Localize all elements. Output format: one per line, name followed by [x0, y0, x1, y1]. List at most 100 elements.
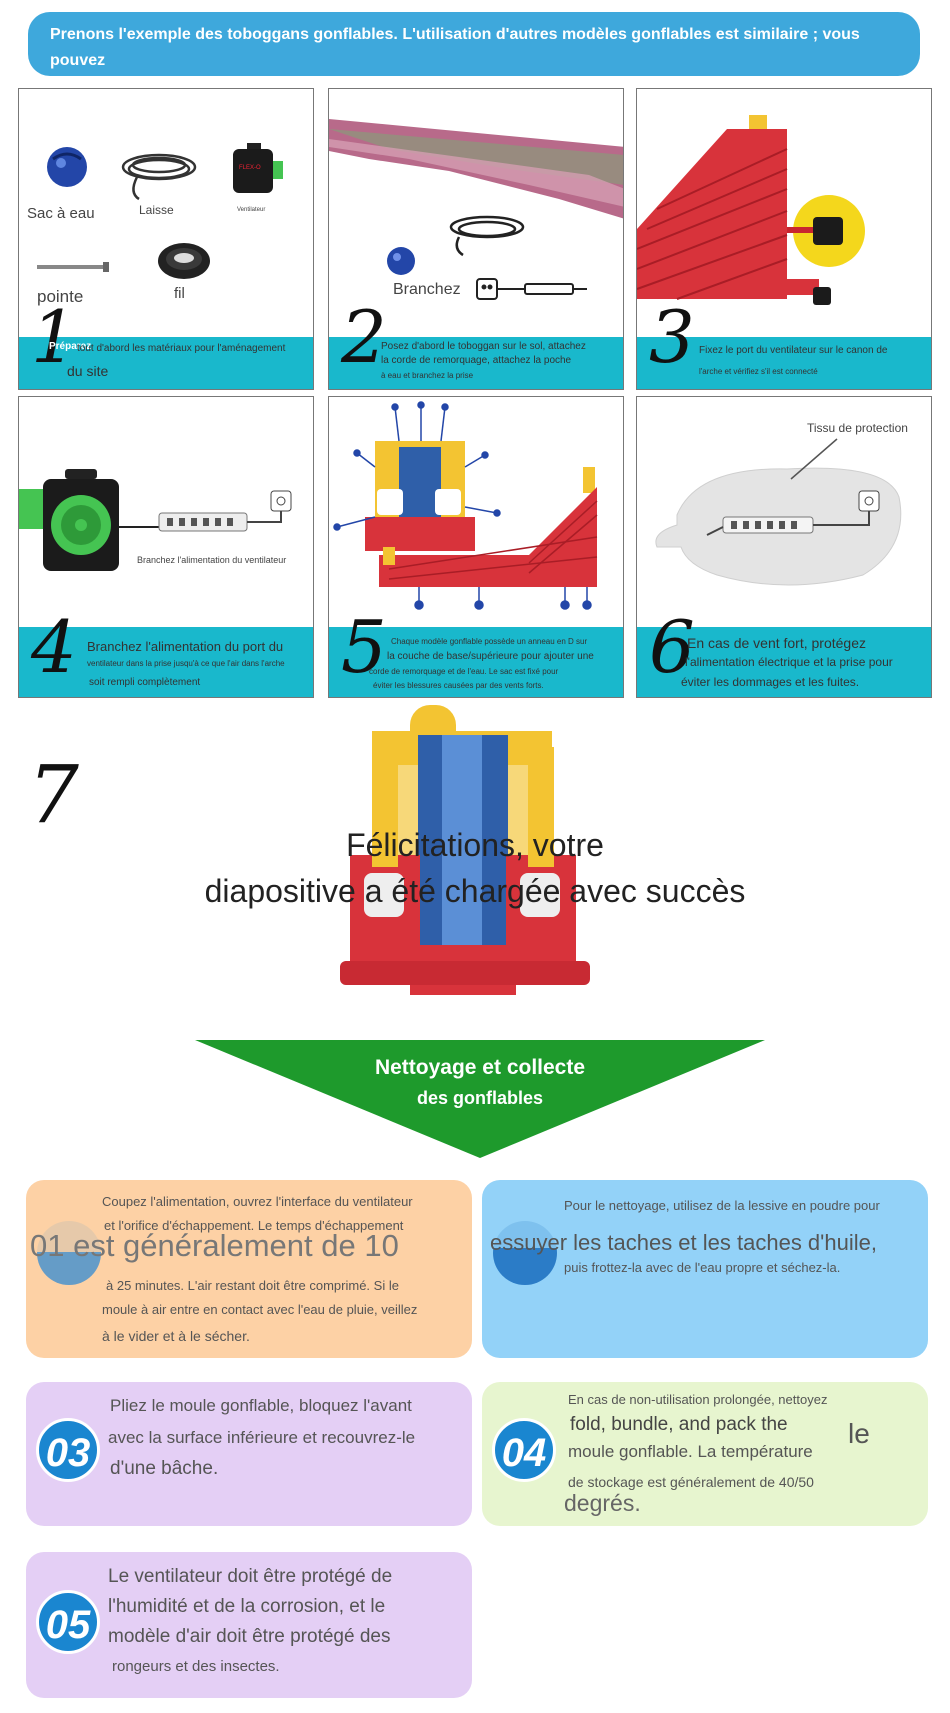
- step-1-number: 1: [31, 295, 77, 379]
- leash-icon: [449, 215, 525, 257]
- card-01-line-3: à 25 minutes. L'air restant doit être co…: [106, 1278, 399, 1293]
- step-1-caption-band: [19, 337, 313, 389]
- step-3-panel: 3 Fixez le port du ventilateur sur le ca…: [636, 88, 932, 390]
- card-01-big-line: 01 est généralement de 10: [30, 1228, 399, 1263]
- slide-laid-illustration: [329, 119, 623, 300]
- step-5-caption-line-3: corde de remorquage et de l'eau. Le sac …: [369, 667, 559, 676]
- card-04: 04 En cas de non-utilisation prolongée, …: [482, 1382, 928, 1526]
- step-4-caption-band: [19, 627, 313, 697]
- card-01-line-5: à le vider et à le sécher.: [102, 1328, 250, 1344]
- card-04-line-2: fold, bundle, and pack the: [570, 1414, 788, 1435]
- power-strip-icon: [706, 490, 880, 536]
- card-05: 05 Le ventilateur doit être protégé de l…: [26, 1552, 472, 1698]
- stake-icon: [37, 262, 109, 272]
- anchored-slide-illustration: [333, 401, 598, 610]
- step-1-caption-prefix: Préparez: [49, 341, 92, 352]
- badge-01-icon: [34, 1218, 104, 1285]
- step-5-panel: 5 Chaque modèle gonflable possède un ann…: [328, 396, 624, 698]
- label-leash: Laisse: [139, 203, 174, 217]
- card-01-line-4: moule à air entre en contact avec l'eau …: [102, 1302, 418, 1317]
- step-1-caption-line-2: du site: [67, 363, 109, 379]
- card-05-line-2: l'humidité et de la corrosion, et le: [108, 1596, 386, 1617]
- label-stake: pointe: [37, 287, 84, 306]
- card-02-line-2: puis frottez-la avec de l'eau propre et …: [564, 1260, 841, 1275]
- card-02: Pour le nettoyage, utilisez de la lessiv…: [482, 1180, 928, 1358]
- materials-illustration: [37, 143, 283, 279]
- intro-banner: Prenons l'exemple des toboggans gonflabl…: [28, 12, 920, 95]
- card-04-line-2b: le: [848, 1418, 870, 1449]
- step-6-caption-line-3: éviter les dommages et les fuites.: [681, 675, 860, 689]
- slide-fan-illustration: [637, 115, 865, 305]
- label-wire: fil: [174, 285, 185, 302]
- step-6-caption-band: [637, 627, 931, 697]
- success-line-1: Félicitations, votre: [346, 827, 604, 863]
- card-05-line-4: rongeurs et des insectes.: [112, 1658, 280, 1675]
- plug-icon: [476, 278, 587, 300]
- step-6-panel: Tissu de protection 6 En cas de vent for…: [636, 396, 932, 698]
- cleaning-title-line-1: Nettoyage et collecte: [374, 1056, 586, 1079]
- step-5-caption-line-4: éviter les blessures causées par des ven…: [373, 681, 544, 690]
- step-5-caption-band: [329, 627, 623, 697]
- card-01-line-2: et l'orifice d'échappement. Le temps d'é…: [104, 1218, 404, 1233]
- step-5-number: 5: [341, 605, 387, 689]
- leash-icon: [121, 153, 197, 201]
- power-illustration: [19, 469, 292, 571]
- success-message: Félicitations, votre diapositive a été c…: [0, 822, 950, 914]
- pointer-line-icon: [790, 438, 838, 480]
- step-2-caption-line-3: à eau et branchez la prise: [381, 371, 474, 380]
- intro-line-1: Prenons l'exemple des toboggans gonflabl…: [50, 26, 860, 69]
- card-03-line-1: Pliez le moule gonflable, bloquez l'avan…: [110, 1396, 412, 1415]
- step-4-caption-line-1: Branchez l'alimentation du port du: [87, 639, 284, 654]
- wire-icon: [158, 243, 210, 279]
- step-3-number: 3: [649, 295, 695, 379]
- card-04-line-4: de stockage est généralement de 40/50: [568, 1474, 814, 1490]
- step-2-panel: Branchez 2 Posez d'abord le toboggan sur…: [328, 88, 624, 390]
- finished-slide-illustration: [340, 705, 590, 995]
- folded-slide-icon: [329, 119, 623, 219]
- step-4-caption-line-3: soit rempli complètement: [89, 677, 201, 688]
- card-01: Coupez l'alimentation, ouvrez l'interfac…: [26, 1180, 472, 1358]
- slide-side-icon: [637, 115, 819, 300]
- water-bag-icon: [47, 147, 87, 187]
- anchor-ropes-icon: [333, 401, 592, 610]
- badge-04: 04: [492, 1418, 556, 1482]
- card-04-line-1: En cas de non-utilisation prolongée, net…: [568, 1392, 828, 1407]
- card-03: 03 Pliez le moule gonflable, bloquez l'a…: [26, 1382, 472, 1526]
- step-2-caption-line-1: Posez d'abord le toboggan sur le sol, at…: [381, 341, 586, 352]
- step-4-panel: Branchez l'alimentation du ventilateur 4…: [18, 396, 314, 698]
- fan-icon: [233, 143, 283, 193]
- badge-02-icon: [490, 1218, 560, 1285]
- card-02-big-line: essuyer les taches et les taches d'huile…: [490, 1230, 877, 1255]
- badge-03: 03: [36, 1418, 100, 1482]
- label-power: Branchez l'alimentation du ventilateur: [137, 555, 287, 565]
- label-protection: Tissu de protection: [807, 421, 908, 435]
- fan-icon: [19, 469, 119, 571]
- step-6-caption-line-1: En cas de vent fort, protégez: [687, 635, 866, 651]
- cleaning-title-line-2: des gonflables: [416, 1088, 544, 1108]
- water-bag-icon: [387, 247, 415, 275]
- label-plug: Branchez: [393, 281, 461, 298]
- card-02-line-1: Pour le nettoyage, utilisez de la lessiv…: [564, 1198, 880, 1213]
- step-1-panel: Sac à eau Laisse FLEX-O Ventilateur poin…: [18, 88, 314, 390]
- long-slide-icon: [379, 467, 598, 587]
- step-6-number: 6: [649, 605, 695, 689]
- success-line-2: diapositive a été chargée avec succès: [204, 873, 746, 909]
- step-5-caption-line-1: Chaque modèle gonflable possède un annea…: [391, 637, 588, 646]
- card-01-line-1: Coupez l'alimentation, ouvrez l'interfac…: [102, 1194, 413, 1209]
- step-1-caption-line-1: tout d'abord les matériaux pour l'aménag…: [77, 343, 286, 354]
- step-7-number: 7: [28, 748, 79, 841]
- label-fan: Ventilateur: [237, 207, 266, 213]
- fan-small-icon: [813, 287, 831, 305]
- label-water-bag: Sac à eau: [27, 205, 95, 222]
- card-05-line-3: modèle d'air doit être protégé des: [108, 1626, 391, 1647]
- step-5-caption-line-2: la couche de base/supérieure pour ajoute…: [387, 651, 594, 662]
- step-4-number: 4: [31, 605, 77, 689]
- step-3-caption-band: [637, 337, 931, 389]
- step-2-caption-line-2: la corde de remorquage, attachez la poch…: [381, 355, 572, 366]
- step-6-caption-line-2: l'alimentation électrique et la prise po…: [685, 655, 893, 669]
- tower-slide-icon: [365, 441, 475, 551]
- cleaning-triangle: [195, 1040, 765, 1158]
- card-05-line-1: Le ventilateur doit être protégé de: [108, 1566, 393, 1587]
- label-fan-brand: FLEX-O: [239, 165, 261, 171]
- protection-illustration: [655, 438, 902, 586]
